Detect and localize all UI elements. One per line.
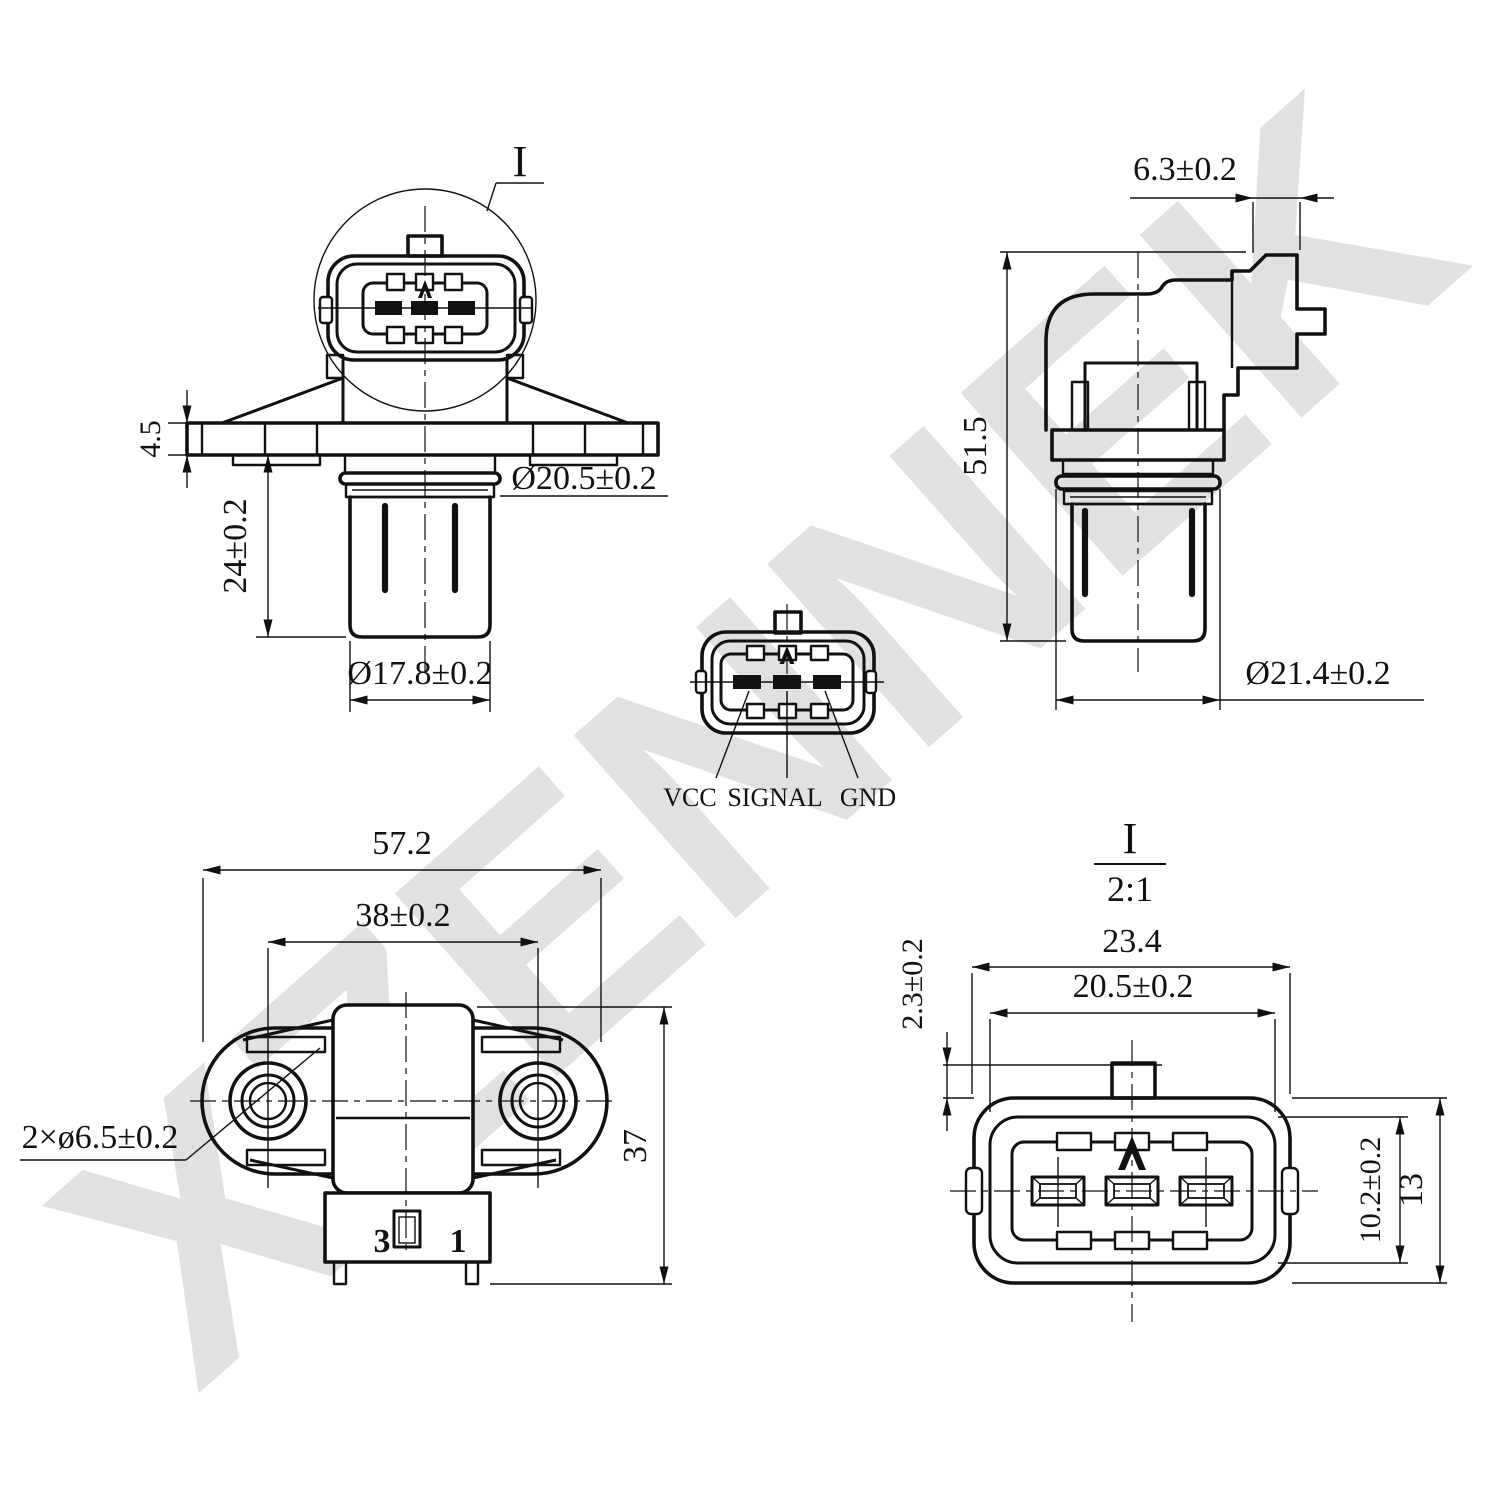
pin-3-number: 3 [374,1223,391,1260]
dim-overall-depth: 37 [477,1006,672,1285]
dim-ring-diameter: Ø20.5±0.2 [500,460,668,497]
pinout-view: VCC SIGNAL GND [663,604,896,812]
dim-overall-height: 51.5 [957,251,1246,642]
pin-vcc-label: VCC [663,783,716,812]
polarity-arrow-icon [418,280,432,298]
dim-body-length-label: 24±0.2 [217,498,254,593]
front-view: I 4.5 24±0.2 Ø20.5±0.2 Ø17.8±0.2 [134,137,668,712]
pinout-connector-outline [690,604,884,740]
dim-lip-width: 6.3±0.2 [1130,151,1334,253]
dim-outer-width-label: 23.4 [1102,923,1162,960]
dim-hole-diameter-label: 2×ø6.5±0.2 [22,1119,179,1156]
dim-probe-diameter-label: Ø17.8±0.2 [347,655,492,692]
dim-outer-width: 23.4 [971,923,1291,1094]
dim-lip-width-label: 6.3±0.2 [1133,151,1237,188]
pin-signal-label: SIGNAL [727,783,822,812]
dim-hole-spacing-label: 38±0.2 [355,897,450,934]
dim-tip-diameter: Ø21.4±0.2 [1055,489,1424,710]
dim-inner-width-label: 20.5±0.2 [1073,968,1194,1005]
dim-inner-width: 20.5±0.2 [989,968,1276,1112]
detail-title-label: I [1123,814,1138,863]
dim-tab-height: 2.3±0.2 [896,938,1162,1131]
dim-inner-height: 10.2±0.2 [1278,1116,1408,1264]
sensor-body-top [331,1003,475,1195]
dim-overall-height-label: 51.5 [957,416,994,476]
detail-connector-outline [950,1040,1318,1322]
front-connector-outline [318,234,534,362]
detail-view: I 2:1 [896,814,1447,1322]
elbow-connector-outline [1044,253,1327,432]
pin-gnd-label: GND [840,783,896,812]
detail-scale-label: 2:1 [1107,869,1153,909]
detail-boundary-circle [313,188,537,412]
side-body-outline [1044,252,1327,672]
top-body-outline: 3 1 [190,948,618,1286]
detail-title: I 2:1 [1094,814,1166,909]
dim-ring-diameter-label: Ø20.5±0.2 [511,460,656,497]
connector-housing-top [323,1191,492,1264]
dim-overall-width: 57.2 [202,825,602,1042]
o-ring-groove [338,471,502,486]
detail-lock-tab [1110,1061,1157,1100]
top-view: 3 1 57.2 38±0.2 2×ø6.5±0.2 37 [20,825,672,1286]
dim-overall-depth-label: 37 [617,1129,654,1163]
mounting-flange [185,421,660,457]
dim-flange-thickness: 4.5 [134,390,192,488]
sensor-probe [348,495,492,639]
connector-keyway [392,1209,422,1249]
pin-1-number: 1 [450,1223,467,1260]
detail-callout-label: I [513,137,528,186]
front-detail-callout: I [486,137,544,212]
dim-probe-diameter: Ø17.8±0.2 [347,641,493,712]
dim-tab-height-label: 2.3±0.2 [896,938,929,1029]
dim-hole-spacing: 38±0.2 [268,897,538,947]
dim-flange-thickness-label: 4.5 [134,420,167,458]
pinout-leaders: VCC SIGNAL GND [663,690,896,812]
side-view: 6.3±0.2 51.5 Ø21.4±0.2 [957,151,1424,710]
dim-hole-diameter: 2×ø6.5±0.2 [20,1047,321,1161]
dim-outer-height-label: 13 [1393,1173,1430,1207]
dim-tip-diameter-label: Ø21.4±0.2 [1245,655,1390,692]
dim-body-length: 24±0.2 [217,455,346,638]
dim-outer-height: 13 [1292,1097,1447,1284]
dim-inner-height-label: 10.2±0.2 [1354,1137,1387,1243]
dim-overall-width-label: 57.2 [372,825,432,862]
